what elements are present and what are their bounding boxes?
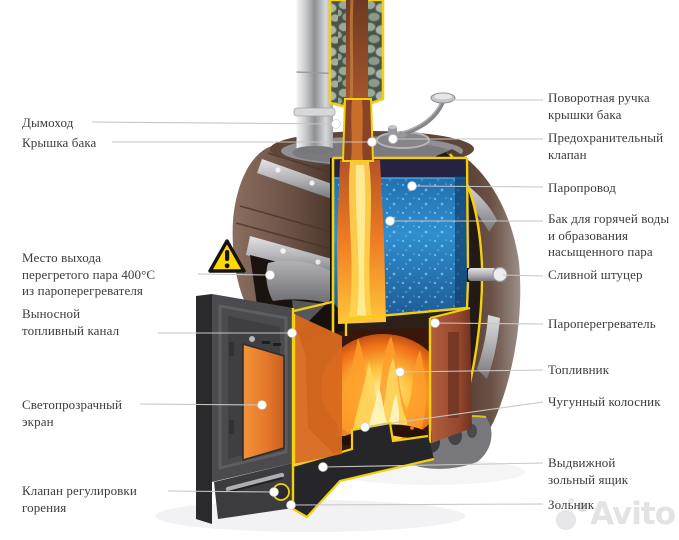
callout-dots — [257, 119, 440, 510]
label-ash-drawer: Выдвижной зольный ящик — [548, 455, 629, 487]
avito-logo-icon — [554, 498, 588, 530]
label-fuel-channel: Выносной топливный канал — [22, 306, 120, 338]
firebox-left-wall — [294, 314, 342, 464]
label-firebox: Топливник — [548, 362, 610, 377]
watermark: Avito — [554, 496, 676, 532]
lid-handle-rod — [395, 92, 456, 138]
label-drain-fitting: Сливной штуцер — [548, 267, 643, 282]
label-ash-pan: Зольник — [548, 497, 595, 512]
cutaway-interior — [292, 156, 508, 519]
stove-door — [196, 294, 295, 524]
label-combustion-valve: Клапан регулировки горения — [22, 483, 137, 515]
label-steam-pipe: Паропровод — [548, 180, 616, 195]
label-tank-lid: Крышка бака — [22, 135, 97, 150]
warning-triangle — [208, 239, 246, 273]
chimney-assembly — [293, 0, 385, 162]
chimney-pipe — [296, 0, 333, 150]
firebox-right-wall — [428, 307, 472, 443]
channel-cut-edge — [293, 300, 333, 313]
flame-column — [337, 160, 386, 324]
drain-fitting-stub — [468, 266, 508, 283]
label-cast-iron-grate: Чугунный колосник — [548, 394, 661, 409]
watermark-text: Avito — [590, 496, 676, 532]
label-chimney: Дымоход — [22, 115, 74, 130]
label-lid-handle: Поворотная ручка крышки бака — [548, 90, 650, 122]
label-hot-water-tank: Бак для горячей воды и образования насыщ… — [548, 211, 670, 259]
label-glass-screen: Светопрозрачный экран — [22, 397, 123, 429]
label-steam-outlet: Место выхода перегретого пара 400°C из п… — [22, 250, 156, 298]
inner-flame-pipe — [341, 0, 375, 162]
leader-lines — [91, 99, 544, 506]
label-safety-valve: Предохранительный клапан — [548, 130, 664, 162]
label-superheater: Пароперегреватель — [548, 316, 656, 331]
